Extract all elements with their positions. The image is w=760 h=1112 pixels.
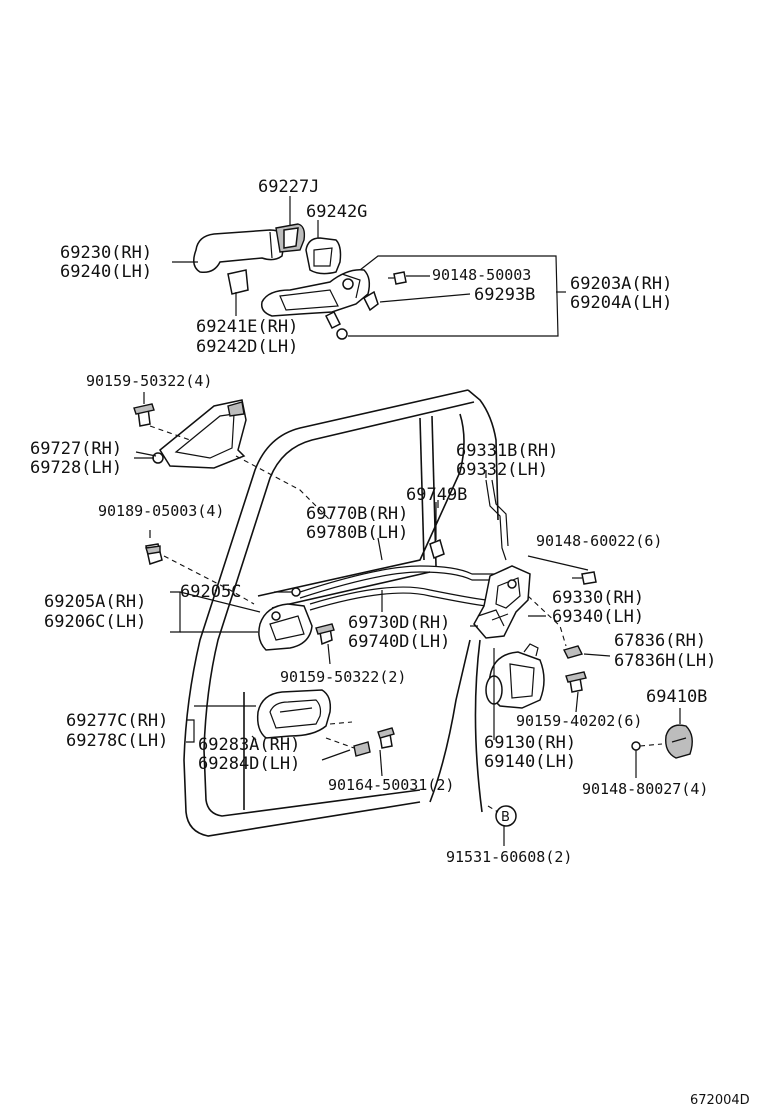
label-69278c: 69278C(LH) — [66, 731, 168, 751]
dash-bolt-bracket — [149, 425, 191, 441]
clip-69283a — [353, 741, 371, 757]
label-69203a: 69203A(RH) — [570, 274, 672, 294]
clip-69205c — [291, 587, 301, 597]
bracket-69203a — [348, 255, 559, 337]
screw-90148-80027 — [631, 741, 663, 751]
clip-69749b — [429, 502, 445, 560]
dash-callout-b — [487, 805, 499, 813]
callout-b-marker: B — [495, 805, 517, 827]
leader-69293b — [379, 293, 471, 303]
leader-67836 — [583, 653, 611, 657]
leader-69770b — [377, 537, 383, 561]
label-90148-80027: 90148-80027(4) — [582, 780, 708, 798]
label-69730d: 69730D(RH) — [348, 613, 450, 633]
label-69331b: 69331B(RH) — [456, 441, 558, 461]
label-67836h: 67836H(LH) — [614, 651, 716, 671]
clip-90189-05003 — [145, 543, 163, 565]
label-69242d: 69242D(LH) — [196, 337, 298, 357]
handle-pad-69242g — [305, 237, 342, 275]
label-69130: 69130(RH) — [484, 733, 576, 753]
outer-door-handle — [193, 229, 285, 274]
screw-90164-50031 — [377, 727, 395, 749]
bolt-90148-60022 — [572, 571, 597, 585]
leader-69727 — [135, 451, 157, 457]
inner-handle-base-69205a — [258, 603, 313, 651]
bracket-69277c — [186, 719, 195, 743]
bolt-90159-50322-top — [133, 403, 155, 427]
label-90159-50322-2: 90159-50322(2) — [280, 668, 406, 686]
label-90159-50322-4: 90159-50322(4) — [86, 372, 212, 390]
label-69140: 69140(LH) — [484, 752, 576, 772]
leader-69283a-2 — [321, 749, 351, 761]
label-69293b: 69293B — [474, 285, 535, 305]
clip-small-bottom — [336, 328, 348, 340]
door-lock-69330 — [473, 565, 531, 639]
label-69240: 69240(LH) — [60, 262, 152, 282]
leader-90159-40202 — [575, 691, 579, 713]
label-69284d: 69284D(LH) — [198, 754, 300, 774]
label-90189-05003: 90189-05003(4) — [98, 502, 224, 520]
dash-clip-door — [163, 555, 255, 605]
bracket-69205a — [170, 591, 181, 633]
label-69205c: 69205C — [180, 582, 241, 602]
striker-69410b — [665, 724, 693, 759]
label-69727: 69727(RH) — [30, 439, 122, 459]
label-69340: 69340(LH) — [552, 607, 644, 627]
inner-bezel-69277c — [256, 689, 332, 739]
label-69242g: 69242G — [306, 202, 367, 222]
bracket-69727 — [134, 399, 247, 469]
grommet-67836 — [562, 645, 584, 659]
clip-69293b — [363, 290, 379, 312]
label-90148-50003: 90148-50003 — [432, 266, 531, 284]
label-90164-50031: 90164-50031(2) — [328, 776, 454, 794]
leader-69205a-2 — [179, 591, 261, 613]
callout-b-letter: B — [501, 810, 510, 825]
label-90148-60022: 90148-60022(6) — [536, 532, 662, 550]
handle-pad-69241e — [227, 269, 249, 295]
handle-cap-69227j — [275, 223, 306, 253]
label-69227j: 69227J — [258, 177, 319, 197]
leader-90148-60022 — [527, 555, 589, 571]
motor-69130 — [485, 643, 545, 709]
cable-69770b — [299, 565, 496, 599]
label-67836-rh: 67836(RH) — [614, 631, 706, 651]
bolt-90159-50322-mid — [315, 623, 335, 646]
label-69749b: 69749B — [406, 485, 467, 505]
label-69410b: 69410B — [646, 687, 707, 707]
label-69204a: 69204A(LH) — [570, 293, 672, 313]
label-90159-40202: 90159-40202(6) — [516, 712, 642, 730]
leader-69283a — [251, 735, 257, 741]
label-69728: 69728(LH) — [30, 458, 122, 478]
label-69780b: 69780B(LH) — [306, 523, 408, 543]
label-69330: 69330(RH) — [552, 588, 644, 608]
dash-bracket-door — [235, 455, 331, 521]
handle-frame-69203a — [260, 269, 371, 330]
cable-69730d — [309, 586, 487, 612]
dash-lock-grommet — [527, 595, 567, 647]
label-69277c: 69277C(RH) — [66, 711, 168, 731]
leader-90164-50031 — [379, 749, 383, 777]
dash-bezel-clip — [329, 721, 353, 725]
label-91531-60608: 91531-60608(2) — [446, 848, 572, 866]
label-69283a: 69283A(RH) — [198, 735, 300, 755]
figure-code: 672004D — [690, 1093, 750, 1108]
rod-69331b — [485, 479, 509, 561]
screw-90159-40202 — [565, 671, 587, 693]
label-69206c: 69206C(LH) — [44, 612, 146, 632]
label-69770b: 69770B(RH) — [306, 504, 408, 524]
leader-90159-50322-2 — [327, 643, 331, 665]
door-outline — [183, 389, 499, 837]
label-69205a: 69205A(RH) — [44, 592, 146, 612]
bolt-90148-50003 — [388, 271, 407, 285]
label-69332: 69332(LH) — [456, 460, 548, 480]
label-69740d: 69740D(LH) — [348, 632, 450, 652]
dash-bezel-clip-2 — [325, 737, 355, 749]
label-69241e: 69241E(RH) — [196, 317, 298, 337]
label-69230: 69230(RH) — [60, 243, 152, 263]
